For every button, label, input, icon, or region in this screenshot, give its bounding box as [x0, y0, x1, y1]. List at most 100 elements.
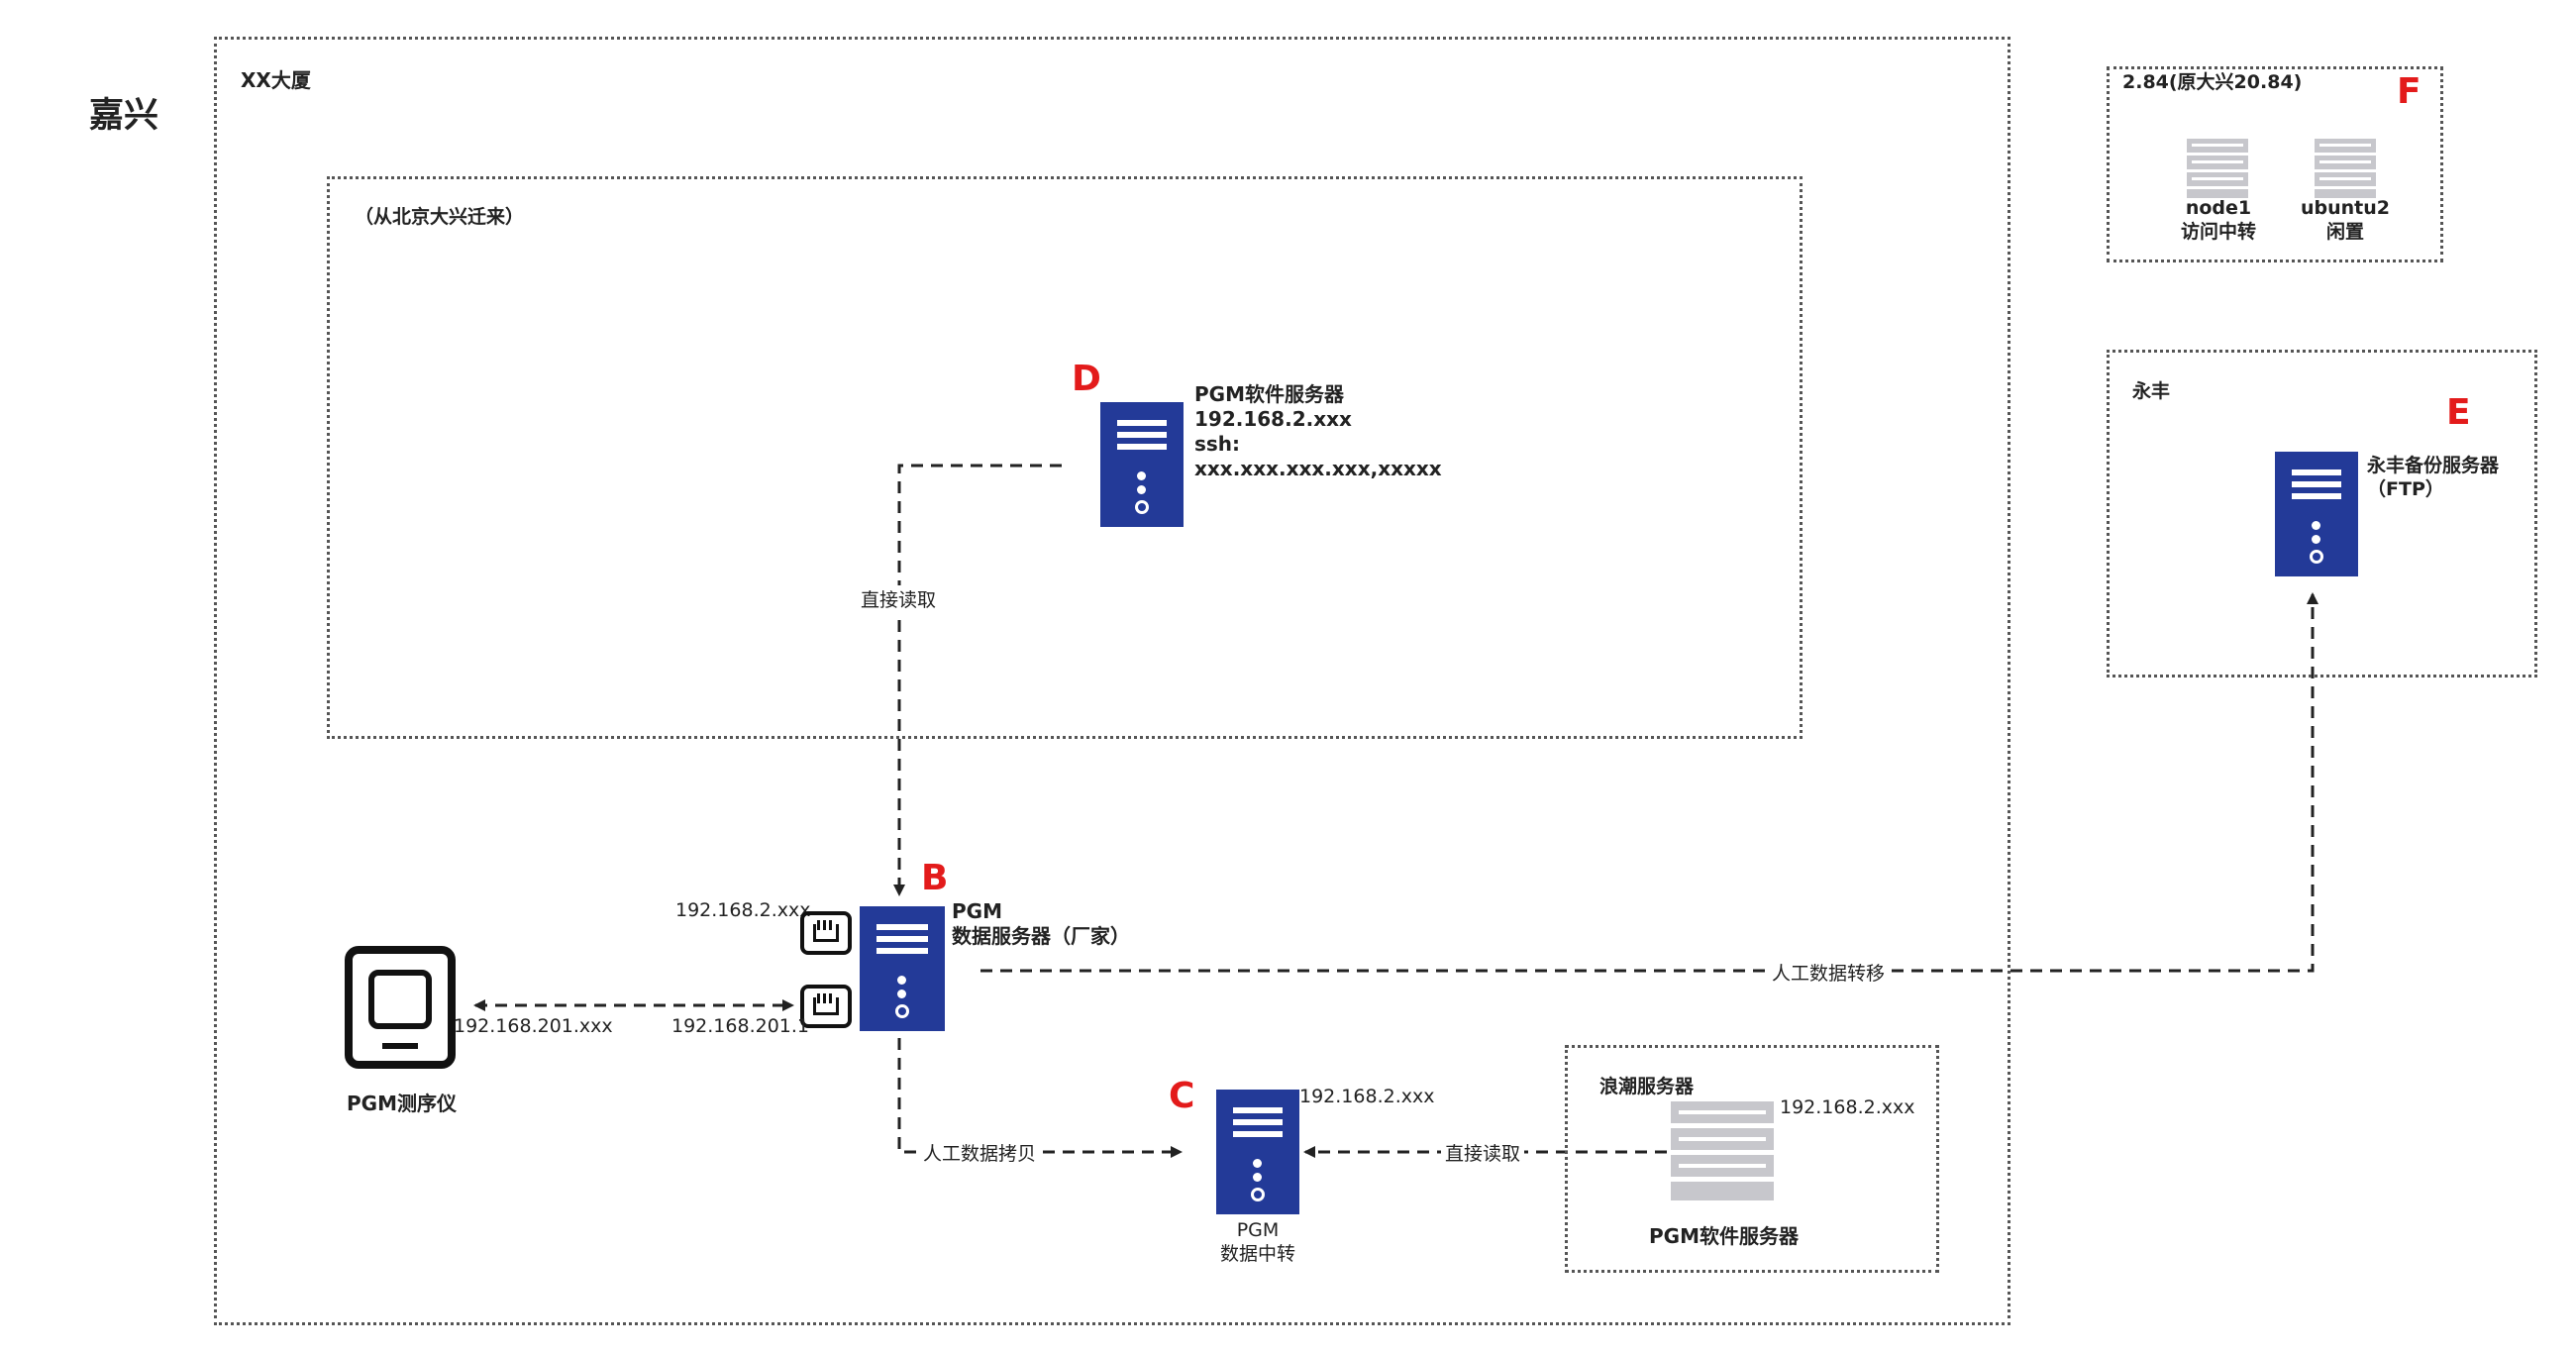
port-pin [817, 920, 820, 930]
server-led [2312, 521, 2320, 530]
rack-unit [2187, 189, 2248, 198]
ubuntu2-server-icon[interactable] [2315, 139, 2376, 198]
building-title: XX大厦 [241, 68, 311, 92]
rack-unit [1671, 1128, 1774, 1150]
server-led [1137, 471, 1146, 480]
port-pin [817, 993, 820, 1003]
server-bar [2291, 481, 2342, 487]
edge-label-d-to-b: 直接读取 [857, 585, 941, 612]
letter-d: D [1072, 359, 1101, 399]
server-c-label-line1: PGM [1236, 1219, 1280, 1241]
letter-c: C [1169, 1076, 1195, 1116]
rack-unit [2187, 139, 2248, 153]
edge-b-to-e [980, 592, 2318, 973]
letter-b: B [921, 858, 949, 898]
server-bar [1232, 1119, 1284, 1125]
letter-e: E [2446, 392, 2471, 433]
port-pin [823, 920, 826, 930]
server-bar [1116, 420, 1168, 426]
building-container [214, 37, 2010, 1325]
server-bar [2291, 469, 2342, 475]
node1-label: node1 访问中转 [2159, 196, 2278, 244]
server-c-label: PGM 数据中转 [1198, 1218, 1317, 1266]
rack-unit [2315, 189, 2376, 198]
port-pin [829, 993, 832, 1003]
device-slot [382, 1043, 418, 1049]
node1-server-icon[interactable] [2187, 139, 2248, 198]
server-d-ssh-value: xxx.xxx.xxx.xxx,xxxxx [1194, 457, 1442, 480]
region-title: 嘉兴 [89, 96, 159, 136]
ethernet-port-icon[interactable] [800, 985, 852, 1028]
inspur-container [1565, 1045, 1939, 1273]
ubuntu2-label: ubuntu2 闲置 [2286, 196, 2405, 244]
server-b-icon[interactable] [860, 906, 945, 1031]
server-b-info: PGM 数据服务器（厂家） [952, 899, 1130, 949]
device-label: PGM测序仪 [347, 1092, 457, 1115]
inspur-ip: 192.168.2.xxx [1780, 1096, 1915, 1118]
server-c-label-line2: 数据中转 [1219, 1243, 1295, 1265]
server-led [1137, 485, 1146, 494]
server-b-name-line1: PGM [952, 899, 1002, 923]
server-e-label-line2: （FTP） [2367, 478, 2444, 500]
device-ip: 192.168.201.xxx [454, 1015, 613, 1037]
power-icon [1251, 1188, 1265, 1201]
server-e-label-line1: 永丰备份服务器 [2367, 455, 2500, 476]
yongfeng-title: 永丰 [2132, 380, 2171, 402]
rack-unit [2315, 139, 2376, 153]
port-top-ip: 192.168.2.xxx [675, 899, 811, 921]
edge-b-to-c [897, 1038, 1183, 1158]
server-led [1253, 1159, 1262, 1168]
port-pin [823, 993, 826, 1003]
sequencer-device-icon[interactable] [345, 946, 456, 1069]
server-c-ip: 192.168.2.xxx [1299, 1086, 1435, 1107]
rack-unit [1671, 1182, 1774, 1200]
port-socket [813, 924, 839, 942]
rack-unit [2187, 172, 2248, 186]
server-d-icon[interactable] [1100, 402, 1184, 527]
server-d-ip: 192.168.2.xxx [1194, 407, 1352, 431]
f-title: 2.84(原大兴20.84) [2122, 71, 2303, 93]
edge-label-b-to-c: 人工数据拷贝 [919, 1139, 1041, 1166]
node1-label-line2: 访问中转 [2180, 221, 2256, 243]
server-bar [1232, 1107, 1284, 1113]
server-bar [1116, 444, 1168, 450]
letter-f: F [2397, 71, 2421, 112]
device-screen [368, 970, 432, 1029]
server-bar [876, 948, 928, 954]
server-bar [1116, 432, 1168, 438]
server-c-icon[interactable] [1216, 1090, 1299, 1214]
power-icon [1135, 500, 1149, 514]
port-bottom-ip: 192.168.201.1 [671, 1015, 810, 1037]
server-led [1253, 1173, 1262, 1182]
server-bar [1232, 1131, 1284, 1137]
inspur-server-icon[interactable] [1671, 1101, 1774, 1200]
server-bar [876, 924, 928, 930]
edge-label-inspur-to-c: 直接读取 [1441, 1139, 1525, 1166]
rack-unit [1671, 1155, 1774, 1177]
rack-unit [2315, 156, 2376, 169]
server-e-label: 永丰备份服务器 （FTP） [2367, 454, 2499, 501]
server-bar [2291, 493, 2342, 499]
node1-label-line1: node1 [2185, 197, 2252, 219]
edge-d-to-b [893, 464, 1062, 896]
port-socket [813, 997, 839, 1015]
rack-unit [2187, 156, 2248, 169]
server-d-ssh-label: ssh: [1194, 432, 1241, 456]
server-e-icon[interactable] [2275, 452, 2358, 576]
ethernet-port-icon[interactable] [800, 911, 852, 955]
server-d-name: PGM软件服务器 [1194, 382, 1344, 406]
server-led [897, 990, 906, 998]
power-icon [895, 1004, 909, 1018]
ubuntu2-label-line1: ubuntu2 [2300, 197, 2390, 219]
port-pin [829, 920, 832, 930]
edge-label-b-to-e: 人工数据转移 [1768, 959, 1890, 986]
inspur-server-label: PGM软件服务器 [1649, 1224, 1799, 1248]
inspur-title: 浪潮服务器 [1599, 1076, 1695, 1097]
power-icon [2310, 550, 2323, 564]
rack-unit [2315, 172, 2376, 186]
moved-area-container [327, 176, 1803, 739]
ubuntu2-label-line2: 闲置 [2325, 221, 2364, 243]
moved-area-title: （从北京大兴迁来） [355, 206, 525, 228]
yongfeng-container [2107, 350, 2537, 678]
server-b-name-line2: 数据服务器（厂家） [952, 924, 1130, 948]
